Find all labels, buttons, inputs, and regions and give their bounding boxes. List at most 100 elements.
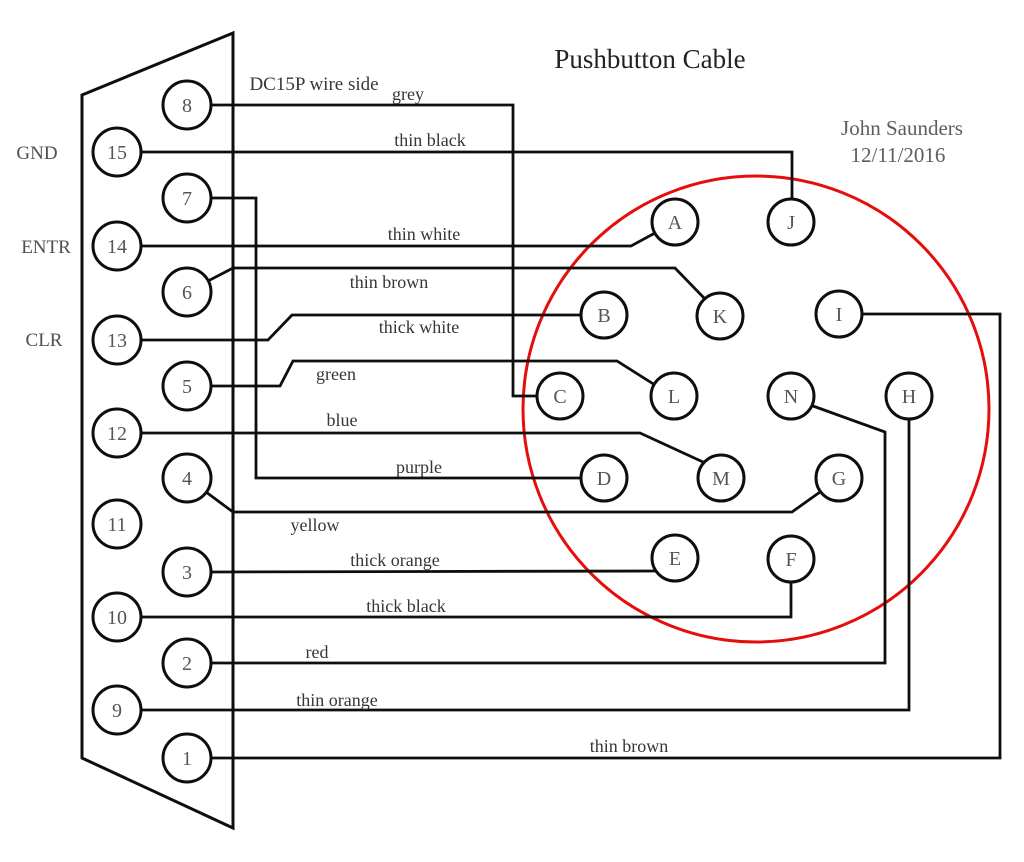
wire-thin-brown-bottom [211,312,1002,760]
dsub-pin-14-circle [91,220,143,272]
dsub-pin-2-label: 2 [182,653,192,675]
dsub-pin-10-label: 10 [107,607,127,629]
circular-pin-H-circle [884,371,934,421]
dsub-pin-6: 6 [161,266,213,318]
dsub-pin-6-circle [161,266,213,318]
wire-yellow [205,490,821,514]
wire-label-thin-black: thin black [394,130,465,150]
circular-pin-L-circle [649,371,699,421]
signal-label-gnd: GND [16,143,57,164]
dsub-pin-1: 1 [161,732,213,784]
circular-pin-A: A [650,197,700,247]
author-date: 12/11/2016 [851,143,946,167]
circular-pin-G: G [814,453,864,503]
wire-label-thick-white: thick white [379,317,459,337]
dsub-pin-5-circle [161,360,213,412]
dsub-pin-10-circle [91,591,143,643]
circular-pin-J-label: J [787,212,795,234]
dsub-connector-outline [80,30,235,831]
circular-pin-N-label: N [784,386,798,408]
dsub-pin-5: 5 [161,360,213,412]
dsub-pin-3-circle [161,546,213,598]
dsub-pin-13-label: 13 [107,330,127,352]
wire-label-thin-brown-top: thin brown [350,272,429,292]
circular-pin-E: E [650,533,700,583]
circular-pin-K: K [695,291,745,341]
circular-pin-D: D [579,453,629,503]
wire-thin-white [141,231,656,248]
circular-pin-C: C [535,371,585,421]
circular-pin-D-circle [579,453,629,503]
circular-pin-M-label: M [712,468,730,490]
dsub-pin-12-circle [91,407,143,459]
dsub-pin-10: 10 [91,591,143,643]
wire-thin-black [141,150,794,212]
dsub-pin-15-label: 15 [107,142,127,164]
circular-pin-L: L [649,371,699,421]
wire-label-red: red [306,642,329,662]
dsub-pin-8: 8 [161,79,213,131]
circular-pin-J: J [766,197,816,247]
dsub-pin-2-circle [161,637,213,689]
wire-label-thick-black: thick black [366,596,445,616]
dsub-pin-9: 9 [91,684,143,736]
circular-pin-I: I [814,289,864,339]
wire-label-yellow: yellow [291,515,340,535]
wire-label-grey: grey [392,84,424,104]
circular-pin-M: M [696,453,746,503]
dsub-pin-3: 3 [161,546,213,598]
dsub-pin-6-label: 6 [182,282,192,304]
wire-thick-white [141,313,582,342]
circular-pin-G-circle [814,453,864,503]
wire-label-purple: purple [396,457,442,477]
signal-label-clr: CLR [26,330,63,351]
dsub-pin-13-circle [91,314,143,366]
dsub-pin-4-label: 4 [182,468,192,490]
circular-pin-C-label: C [553,386,566,408]
circular-pin-F-label: F [785,549,796,571]
circular-pin-F: F [766,534,816,584]
wire-label-green: green [316,364,356,384]
dsub-pin-14: 14 [91,220,143,272]
wire-grey [211,103,538,398]
wire-blue [141,431,704,464]
dsub-pin-13: 13 [91,314,143,366]
circular-pin-H: H [884,371,934,421]
circular-pin-N: N [766,371,816,421]
wire-label-thick-orange: thick orange [350,550,439,570]
dsub-pin-1-label: 1 [182,748,192,770]
dsub-pin-11-circle [91,498,143,550]
circular-pin-L-label: L [668,386,680,408]
dsub-pin-11-label: 11 [107,514,126,536]
wire-thick-orange [210,569,657,574]
dsub-pin-7-label: 7 [182,188,192,210]
dsub-pin-8-label: 8 [182,95,192,117]
circular-pin-A-label: A [668,212,683,234]
dsub-pin-15-circle [91,126,143,178]
dsub-pin-1-circle [161,732,213,784]
wire-red [211,404,887,665]
circular-connector-highlight-circle [521,174,991,644]
circular-pin-I-circle [814,289,864,339]
circular-pin-H-label: H [902,386,916,408]
circular-pin-I-label: I [836,304,843,326]
dsub-pin-4-circle [161,452,213,504]
dsub-pin-7-circle [161,172,213,224]
dsub-wire-side-label: DC15P wire side [249,74,378,95]
wire-thick-black [141,583,793,619]
circular-pin-J-circle [766,197,816,247]
circular-pin-D-label: D [597,468,611,490]
wire-label-thin-brown-bottom: thin brown [590,736,669,756]
dsub-pin-9-label: 9 [112,700,122,722]
wire-green [211,359,656,388]
wire-label-blue: blue [327,410,358,430]
signal-label-entr: ENTR [21,237,71,258]
dsub-pin-4: 4 [161,452,213,504]
circular-pin-K-circle [695,291,745,341]
dsub-pin-2: 2 [161,637,213,689]
circular-pin-E-circle [650,533,700,583]
wire-thin-brown-top [207,266,708,301]
circular-pin-C-circle [535,371,585,421]
dsub-pin-9-circle [91,684,143,736]
